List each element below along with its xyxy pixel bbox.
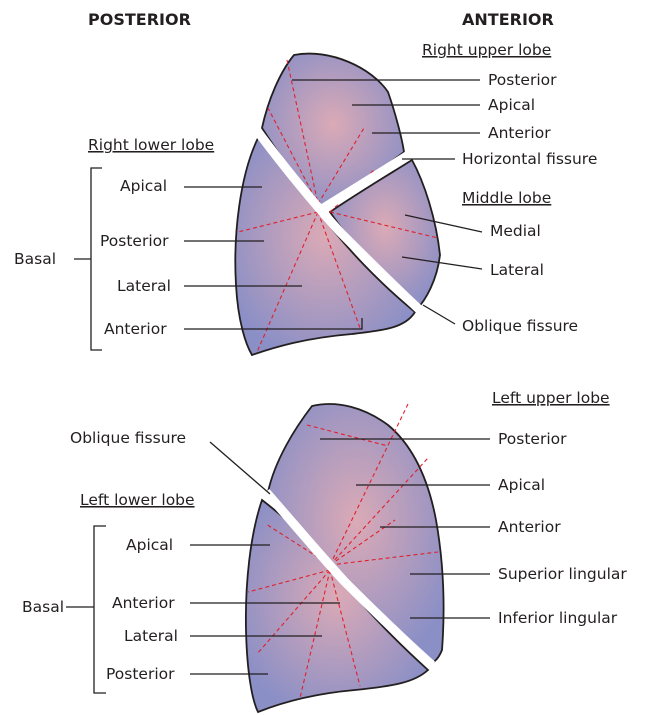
- left-upper-anterior-label: Anterior: [498, 518, 561, 536]
- left-lower-apical-label: Apical: [126, 536, 173, 554]
- horizontal-fissure-label: Horizontal fissure: [462, 150, 597, 168]
- left-upper-posterior-label: Posterior: [498, 430, 567, 448]
- right-basal-bracket: [91, 168, 102, 350]
- middle-lateral-label: Lateral: [490, 261, 544, 279]
- right-oblique-fissure-label: Oblique fissure: [462, 317, 578, 335]
- left-lung: [246, 404, 444, 712]
- middle-medial-label: Medial: [490, 222, 541, 240]
- left-upper-lobe-title: Left upper lobe: [492, 389, 610, 407]
- right-upper-posterior-label: Posterior: [488, 71, 557, 89]
- left-superior-lingular-label: Superior lingular: [498, 565, 627, 583]
- middle-lobe-title: Middle lobe: [462, 189, 551, 207]
- right-lower-apical-label: Apical: [120, 177, 167, 195]
- leader-line: [210, 442, 270, 494]
- left-upper-apical-label: Apical: [498, 476, 545, 494]
- anterior-header: ANTERIOR: [462, 10, 554, 29]
- left-basal-bracket: [94, 526, 106, 693]
- left-oblique-fissure-label: Oblique fissure: [70, 429, 186, 447]
- left-basal-lateral-label: Lateral: [124, 627, 178, 645]
- right-basal-label: Basal: [14, 250, 56, 268]
- left-basal-posterior-label: Posterior: [106, 665, 175, 683]
- left-lower-lobe-title: Left lower lobe: [80, 491, 195, 509]
- right-lower-lobe-title: Right lower lobe: [88, 136, 214, 154]
- right-basal-posterior-label: Posterior: [100, 232, 169, 250]
- leader-line: [423, 305, 455, 324]
- posterior-header: POSTERIOR: [88, 10, 191, 29]
- right-upper-anterior-label: Anterior: [488, 124, 551, 142]
- left-basal-anterior-label: Anterior: [112, 594, 175, 612]
- right-basal-lateral-label: Lateral: [117, 277, 171, 295]
- right-upper-lobe-title: Right upper lobe: [422, 41, 551, 59]
- right-basal-anterior-label: Anterior: [104, 320, 167, 338]
- left-basal-label: Basal: [22, 598, 64, 616]
- left-inferior-lingular-label: Inferior lingular: [498, 609, 618, 627]
- right-upper-apical-label: Apical: [488, 96, 535, 114]
- right-lung: [235, 54, 440, 355]
